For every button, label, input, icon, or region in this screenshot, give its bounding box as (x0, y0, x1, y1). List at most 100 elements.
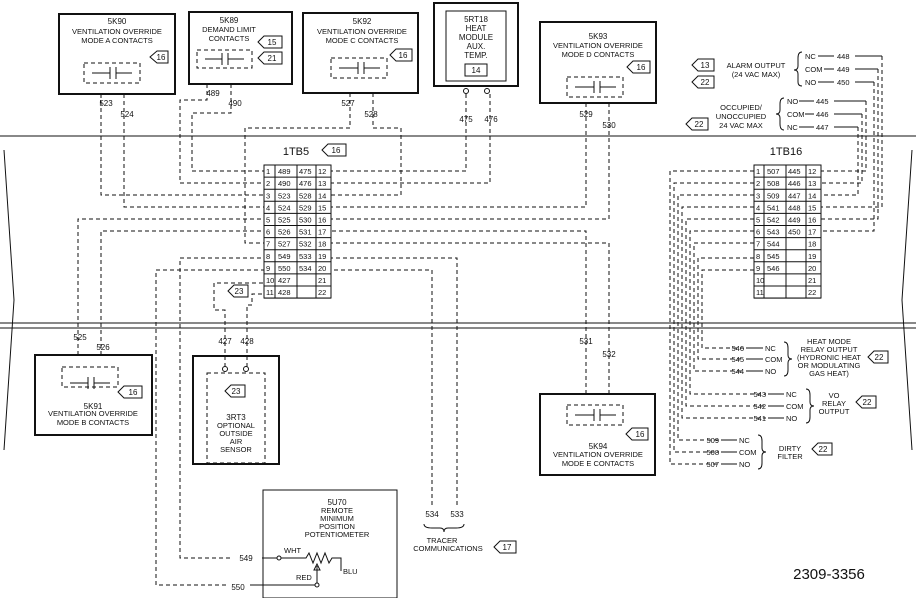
tb16-left-wire: 545 (767, 252, 780, 261)
tb16-terminal-number: 10 (756, 276, 764, 285)
wire-549: 549 (239, 554, 253, 563)
dirty-nc: NC (739, 436, 750, 445)
vo-relay-output: 543 NC 542 COM 541 NO VO RELAY OUTPUT 22 (753, 388, 877, 424)
relay-5k94-ref: 16 (636, 430, 645, 439)
alarm-label2: (24 VAC MAX) (732, 70, 781, 79)
tb16-left-wire: 546 (767, 264, 780, 273)
relay-5k94-id: 5K94 (589, 442, 608, 451)
pot-5u70-line4: POTENTIOMETER (305, 530, 370, 539)
relay-5k90: 5K90 VENTILATION OVERRIDE MODE A CONTACT… (58, 13, 176, 119)
tb5-right-terminal: 18 (318, 240, 326, 249)
tb16-right-terminal: 13 (808, 179, 816, 188)
tb16-terminal-number: 11 (756, 288, 764, 297)
occupied-label1: OCCUPIED/ (720, 103, 763, 112)
alarm-output: 13 22 ALARM OUTPUT (24 VAC MAX) NC 448 C… (691, 51, 882, 89)
relay-5k91-ref: 16 (129, 388, 138, 397)
relay-5k92-ref: 16 (399, 51, 408, 60)
sensor-3rt3-line3: AIR (230, 437, 243, 446)
tb5-terminal-number: 9 (266, 264, 270, 273)
wire-526: 526 (96, 343, 110, 352)
tracer-label2: COMMUNICATIONS (413, 544, 482, 553)
tb16-right-terminal: 16 (808, 216, 816, 225)
dirty-com: COM (739, 448, 757, 457)
sensor-5rt18-line1: HEAT (466, 24, 487, 33)
tb16-left-wire: 508 (767, 179, 780, 188)
pot-5u70-wht: WHT (284, 546, 301, 555)
sensor-3rt3-line2: OUTSIDE (219, 429, 252, 438)
sensor-5rt18-line3: AUX. (467, 42, 486, 51)
wire-507: 507 (706, 460, 719, 469)
relay-5k94: 16 5K94 VENTILATION OVERRIDE MODE E CONT… (539, 337, 656, 476)
tb16-right-terminal: 20 (808, 264, 816, 273)
tb5-title: 1TB5 (283, 146, 309, 158)
wire-489: 489 (206, 89, 220, 98)
dirty-no: NO (739, 460, 750, 469)
tb5-ref-23: 23 (235, 287, 244, 296)
tb16-right-wire: 446 (788, 179, 801, 188)
wire-533: 533 (450, 510, 464, 519)
pot-5u70-blu: BLU (343, 567, 358, 576)
wire-527: 527 (341, 99, 355, 108)
sensor-3rt3-line4: SENSOR (220, 445, 252, 454)
wire-446: 446 (816, 110, 829, 119)
tb5-left-wire: 550 (278, 264, 291, 273)
relay-5k90-line1: VENTILATION OVERRIDE (72, 27, 162, 36)
pot-5u70-line1: REMOTE (321, 506, 353, 515)
wire-532: 532 (602, 350, 616, 359)
tb16-terminal-number: 6 (756, 228, 760, 237)
relay-5k91-line1: VENTILATION OVERRIDE (48, 409, 138, 418)
relay-5k92: 5K92 VENTILATION OVERRIDE MODE C CONTACT… (302, 12, 419, 119)
tb5-right-wire: 534 (299, 264, 312, 273)
tb5-terminal-number: 6 (266, 228, 270, 237)
wire-449: 449 (837, 65, 850, 74)
potentiometer-5u70: 5U70 REMOTE MINIMUM POSITION POTENTIOMET… (231, 489, 398, 598)
occupied-no: NO (787, 97, 798, 106)
tb5-right-terminal: 14 (318, 191, 326, 200)
alarm-ref1: 13 (701, 61, 710, 70)
tb5-right-terminal: 19 (318, 252, 326, 261)
tb16-right-terminal: 17 (808, 228, 816, 237)
tb16-terminal-number: 5 (756, 216, 760, 225)
tb5-right-wire: 533 (299, 252, 312, 261)
occupied-output: OCCUPIED/ UNOCCUPIED 24 VAC MAX 22 NO 44… (685, 97, 866, 132)
relay-5k92-line2: MODE C CONTACTS (326, 36, 399, 45)
tb16-right-terminal: 12 (808, 167, 816, 176)
heat-ref: 22 (875, 353, 884, 362)
tb16-right-terminal: 22 (808, 288, 816, 297)
dirty-label1: DIRTY (779, 444, 801, 453)
relay-5k93-line2: MODE D CONTACTS (562, 50, 635, 59)
tb5-terminal-number: 7 (266, 240, 270, 249)
relay-5k91: 16 5K91 VENTILATION OVERRIDE MODE B CONT… (34, 333, 153, 436)
relay-5k90-line2: MODE A CONTACTS (81, 36, 153, 45)
wire-490: 490 (228, 99, 242, 108)
occupied-label2: UNOCCUPIED (716, 112, 767, 121)
tb5-ref: 16 (332, 146, 341, 155)
tb16-terminal-number: 1 (756, 167, 760, 176)
tb5-right-terminal: 12 (318, 167, 326, 176)
field-wiring (77, 56, 883, 586)
tb5-left-wire: 525 (278, 216, 291, 225)
sensor-5rt18: 5RT18 HEAT MODULE AUX. TEMP. 14 475 476 (433, 2, 519, 124)
tb16-right-wire: 448 (788, 203, 801, 212)
relay-5k89-ref2: 21 (268, 54, 277, 63)
tracer-label1: TRACER (427, 536, 458, 545)
dirty-ref: 22 (819, 445, 828, 454)
heat-label1: HEAT MODE (807, 337, 851, 346)
tb16-left-wire: 507 (767, 167, 780, 176)
sensor-5rt18-line2: MODULE (459, 33, 493, 42)
tb16-terminal-number: 2 (756, 179, 760, 188)
relay-5k89-id: 5K89 (220, 16, 239, 25)
tracer-communications: 534 533 TRACER COMMUNICATIONS 17 (413, 510, 517, 554)
tb5-terminal-number: 4 (266, 203, 270, 212)
sensor-5rt18-id: 5RT18 (464, 15, 488, 24)
tb16-left-wire: 541 (767, 203, 780, 212)
sensor-3rt3-id: 3RT3 (226, 413, 246, 422)
tb5-right-wire: 530 (299, 216, 312, 225)
wire-476: 476 (484, 115, 498, 124)
heat-no: NO (765, 367, 776, 376)
tb16-terminal-number: 3 (756, 191, 760, 200)
